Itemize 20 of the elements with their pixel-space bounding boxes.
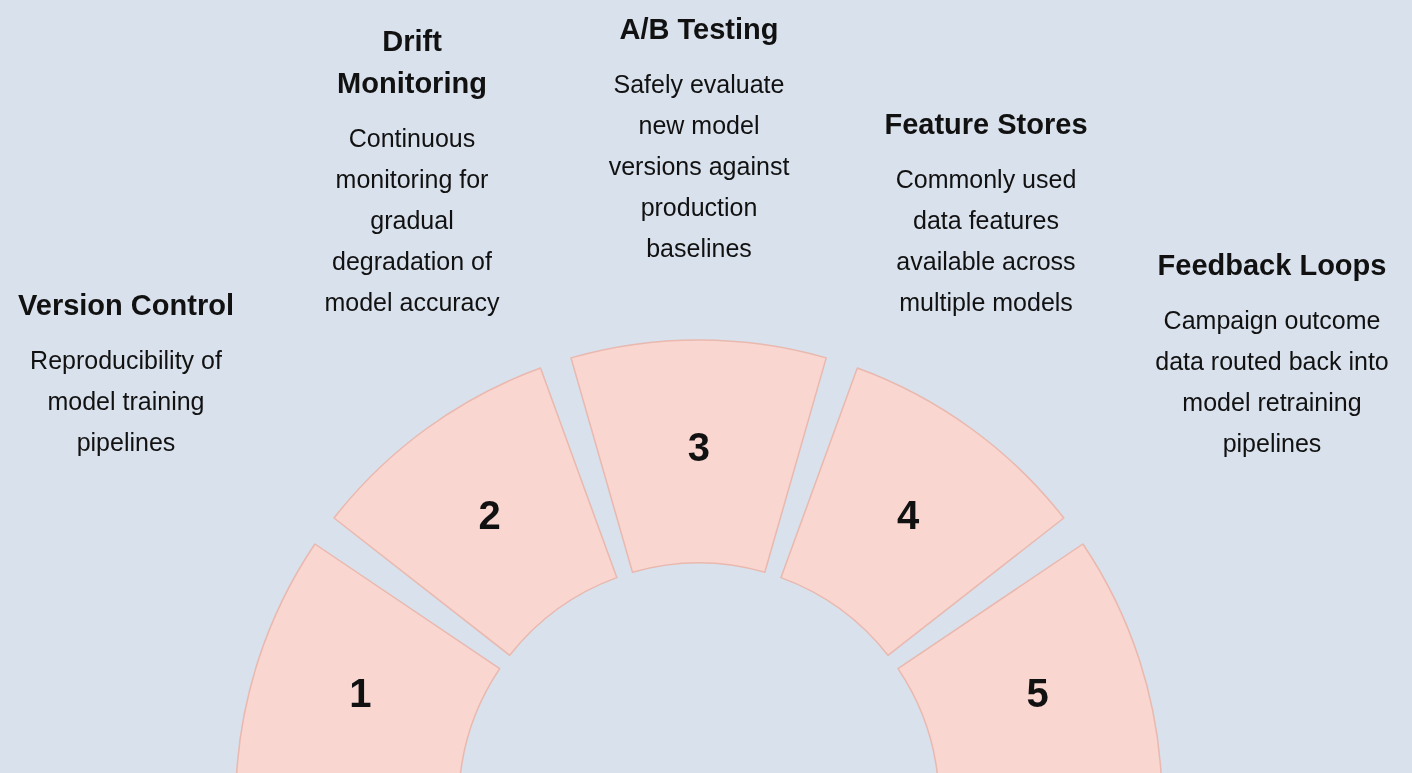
segment-number: 4 bbox=[897, 495, 920, 535]
segment-heading: Feedback Loops bbox=[1156, 248, 1388, 283]
segment-number: 2 bbox=[478, 495, 501, 535]
segment-heading: Version Control bbox=[17, 288, 235, 323]
segment-number: 5 bbox=[1026, 672, 1049, 713]
segment-heading: A/B Testing bbox=[618, 12, 780, 47]
segment-description: Campaign outcome data routed back into model retraining pipelines bbox=[1154, 305, 1390, 459]
ring-segment bbox=[781, 367, 1064, 656]
segment-number: 1 bbox=[349, 672, 372, 713]
ring-segment bbox=[334, 367, 617, 656]
segment-number: 3 bbox=[687, 427, 711, 467]
segment-heading: Feature Stores bbox=[883, 107, 1089, 142]
ring-segment bbox=[236, 544, 500, 773]
segment-description: Commonly used data features available across multiple models bbox=[894, 164, 1078, 318]
segment-description: Continuous monitoring for gradual degradation of model accuracy bbox=[323, 123, 501, 318]
segment-heading: Drift Monitoring bbox=[336, 24, 488, 101]
ring-segment bbox=[571, 340, 827, 573]
ring-segment bbox=[897, 544, 1162, 773]
segment-description: Reproducibility of model training pipelines bbox=[29, 345, 223, 458]
segment-description: Safely evaluate new model versions against production baselines bbox=[607, 69, 791, 264]
